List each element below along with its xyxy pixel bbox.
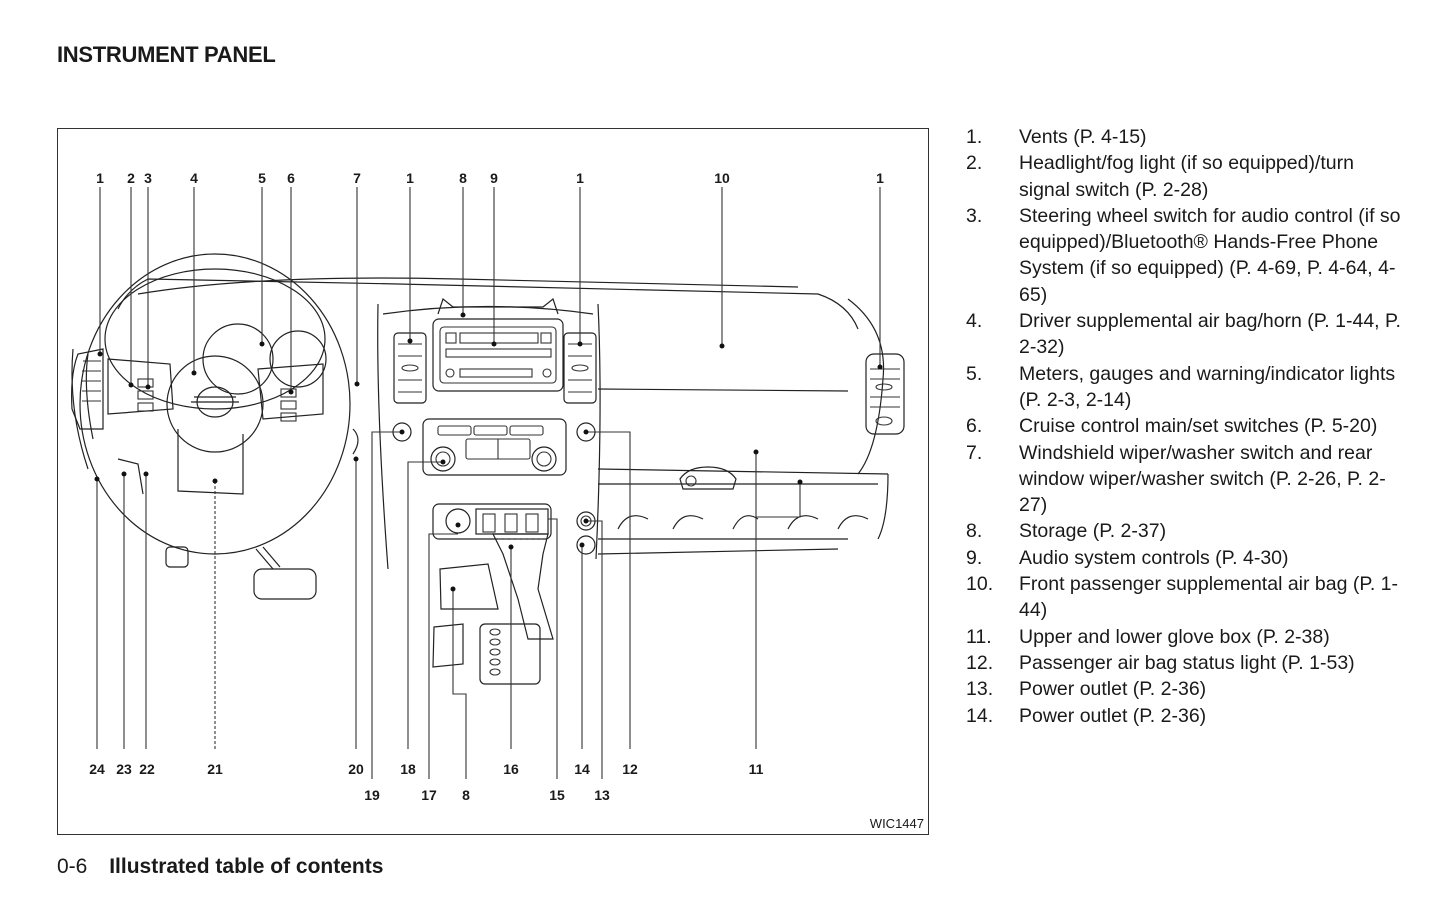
callout-14: 14 [574,761,590,777]
callout-13: 13 [594,787,610,803]
legend-text: Steering wheel switch for audio control … [1019,204,1401,306]
callout-24: 24 [89,761,105,777]
legend-item: 3. Steering wheel switch for audio contro… [966,203,1406,308]
callout-3: 3 [144,170,152,186]
legend-text: Passenger air bag status light (P. 1-53) [1019,651,1355,674]
legend-text: Upper and lower glove box (P. 2-38) [1019,625,1330,648]
legend-number: 3. [966,204,983,227]
page-number: 0-6 [57,855,88,878]
legend-item: 11. Upper and lower glove box (P. 2-38) [966,624,1406,650]
callout-6: 6 [287,170,295,186]
legend-text: Audio system controls (P. 4-30) [1019,546,1289,569]
legend-item: 12. Passenger air bag status light (P. 1-… [966,650,1406,676]
callout-10: 10 [714,170,730,186]
legend-number: 9. [966,546,983,569]
legend-number: 1. [966,126,983,148]
legend-number: 8. [966,520,983,543]
legend-number: 2. [966,152,983,175]
legend-number: 6. [966,415,983,438]
callout-21: 21 [207,761,223,777]
callout-22: 22 [139,761,155,777]
legend-number: 7. [966,441,983,464]
legend-item: 7. Windshield wiper/washer switch and rea… [966,440,1406,519]
legend-number: 14. [966,704,994,727]
legend-text: Power outlet (P. 2-36) [1019,704,1207,727]
legend-item: 8. Storage (P. 2-37) [966,518,1406,544]
legend-text: Power outlet (P. 2-36) [1019,678,1207,701]
legend-number: 10. [966,573,994,596]
legend-text: Windshield wiper/washer switch and rear … [1019,441,1386,517]
leader-lines [94,187,883,779]
callout-12: 12 [622,761,638,777]
callout-4: 4 [190,170,198,186]
page-footer: 0-6 Illustrated table of contents [57,855,383,879]
page-title: INSTRUMENT PANEL [57,42,276,67]
callout-17: 17 [421,787,437,803]
callout-5: 5 [258,170,266,186]
callout-8: 8 [459,170,467,186]
glove-box-icon [617,353,905,530]
callout-18: 18 [400,761,416,777]
callout-16: 16 [503,761,519,777]
legend-number: 4. [966,310,983,333]
instrument-panel-illustration [71,187,905,779]
callout-19: 19 [364,787,380,803]
callout-2: 2 [127,170,135,186]
callout-1: 1 [96,170,104,186]
legend-text: Storage (P. 2-37) [1019,520,1167,543]
legend-item: 6. Cruise control main/set switches (P. 5… [966,413,1406,439]
legend-item: 1. Vents (P. 4-15) [966,124,1406,150]
callout-11: 11 [748,761,764,777]
instrument-panel-figure: 1 2 3 4 5 6 7 1 8 9 1 10 1 24 23 22 21 2… [57,128,929,835]
callout-1: 1 [406,170,414,186]
legend-text: Vents (P. 4-15) [1019,126,1147,148]
dashboard-outline [71,277,889,570]
callout-23: 23 [116,761,132,777]
callout-1: 1 [876,170,884,186]
callout-7: 7 [353,170,361,186]
legend-text: Cruise control main/set switches (P. 5-2… [1019,415,1378,438]
legend-item: 5. Meters, gauges and warning/indicator l… [966,361,1406,414]
legend-text: Meters, gauges and warning/indicator lig… [1019,362,1396,411]
legend-text: Driver supplemental air bag/horn (P. 1-4… [1019,310,1401,359]
legend-number: 13. [966,678,994,701]
figure-id: WIC1447 [869,816,924,831]
legend-item: 4. Driver supplemental air bag/horn (P. 1… [966,308,1406,361]
callout-20: 20 [348,761,364,777]
legend-item: 9. Audio system controls (P. 4-30) [966,545,1406,571]
callout-8: 8 [462,787,470,803]
callout-15: 15 [549,787,565,803]
legend-item: 2. Headlight/fog light (if so equipped)/t… [966,150,1406,203]
legend-item: 10. Front passenger supplemental air bag … [966,571,1406,624]
legend-number: 5. [966,362,983,385]
callout-9: 9 [490,170,498,186]
steering-wheel-icon [79,253,359,600]
callout-1: 1 [576,170,584,186]
center-stack-icon [392,297,597,685]
legend-text: Headlight/fog light (if so equipped)/tur… [1019,152,1354,201]
section-title: Illustrated table of contents [109,855,384,878]
legend-text: Front passenger supplemental air bag (P.… [1019,573,1399,622]
legend-number: 12. [966,651,994,674]
legend-list: 1. Vents (P. 4-15) 2. Headlight/fog light … [966,124,1406,729]
legend-item: 13. Power outlet (P. 2-36) [966,676,1406,702]
legend-item: 14. Power outlet (P. 2-36) [966,703,1406,729]
left-vent-icon [71,348,104,430]
legend-number: 11. [966,625,992,648]
